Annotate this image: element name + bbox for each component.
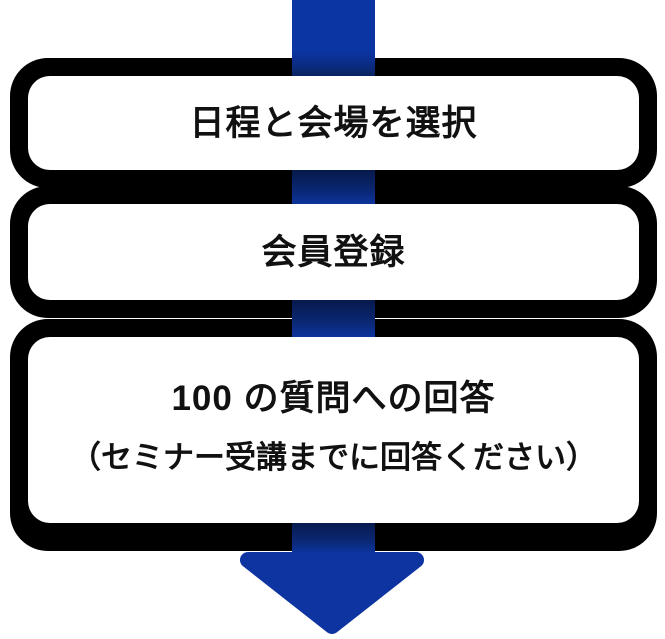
step-1-label: 日程と会場を選択 bbox=[189, 103, 478, 143]
down-arrow-shaft-gap-2 bbox=[292, 299, 375, 338]
down-arrow-shaft-gap-1 bbox=[292, 170, 375, 205]
step-3-note: （セミナー受講までに回答ください） bbox=[70, 440, 597, 475]
flow-step-1: 日程と会場を選択 bbox=[28, 76, 639, 170]
flow-step-3: 100 の質問への回答 （セミナー受講までに回答ください） bbox=[28, 337, 639, 523]
step-2-label: 会員登録 bbox=[261, 232, 406, 272]
down-arrow-shaft-bottom bbox=[292, 521, 375, 554]
flow-step-2: 会員登録 bbox=[28, 204, 639, 300]
step-3-label: 100 の質問への回答 bbox=[171, 379, 496, 418]
down-arrow-shaft-top bbox=[292, 0, 375, 77]
down-arrow-head-icon bbox=[240, 552, 424, 634]
